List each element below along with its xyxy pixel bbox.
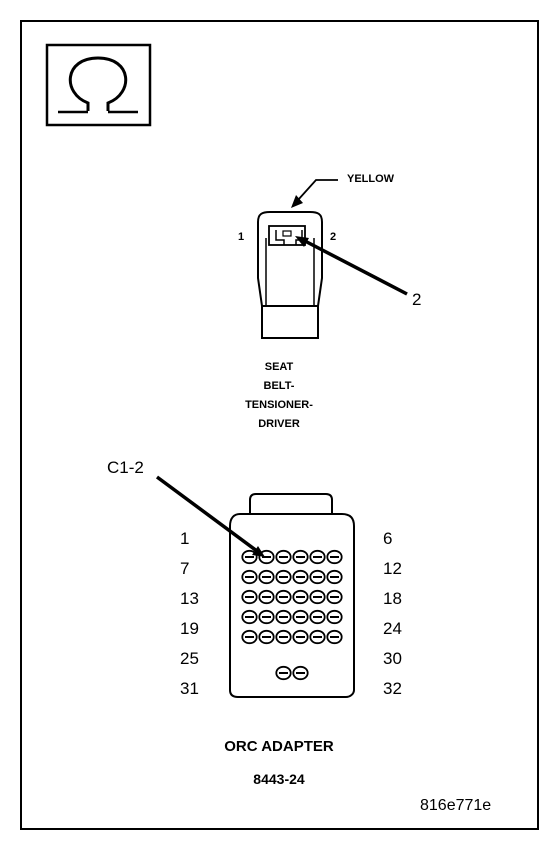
pin-cavity <box>258 609 275 625</box>
seat-belt-connector <box>257 211 323 339</box>
callout-2-label: 2 <box>412 290 422 309</box>
pin-cavity <box>292 589 309 605</box>
row-label-right: 18 <box>383 589 402 608</box>
pin-cavity <box>241 589 258 605</box>
pin-cavity <box>258 569 275 585</box>
pin-cavity <box>309 549 326 565</box>
row-label-right: 30 <box>383 649 402 668</box>
pin-cavity <box>241 609 258 625</box>
row-label-left: 1 <box>180 529 190 548</box>
pin-cavity <box>241 629 258 645</box>
row-label-left: 13 <box>180 589 199 608</box>
row-label-right: 6 <box>383 529 393 548</box>
row-label-left: 25 <box>180 649 199 668</box>
row-label-right: 32 <box>383 679 402 698</box>
orc-adapter-body <box>229 493 355 698</box>
figure-id: 816e771e <box>420 797 492 814</box>
omega-ground-icon <box>45 43 152 127</box>
pin-cavity <box>326 629 343 645</box>
pin-1-label: 1 <box>238 231 245 243</box>
pin-cavity <box>326 609 343 625</box>
pin-cavity <box>275 665 292 681</box>
row-label-left: 31 <box>180 679 199 698</box>
caption-line-1: SEAT <box>264 361 294 373</box>
pin-cavity <box>258 629 275 645</box>
pin-cavity <box>275 569 292 585</box>
pin-cavity <box>275 549 292 565</box>
pin-cavity <box>309 629 326 645</box>
pin-cavity <box>292 629 309 645</box>
pin-cavity <box>292 569 309 585</box>
caption-line-4: DRIVER <box>258 418 300 430</box>
orc-pin-grid <box>241 549 343 681</box>
yellow-leader-line <box>291 179 338 208</box>
pin-cavity <box>275 589 292 605</box>
row-label-right: 12 <box>383 559 402 578</box>
pin-cavity <box>241 569 258 585</box>
pin-cavity <box>309 589 326 605</box>
row-label-right: 24 <box>383 619 402 638</box>
row-label-left: 19 <box>180 619 199 638</box>
pin-cavity <box>275 629 292 645</box>
orc-adapter-title: ORC ADAPTER <box>224 738 334 755</box>
orc-adapter-part-number: 8443-24 <box>253 771 305 787</box>
pin-cavity <box>292 549 309 565</box>
pin-cavity <box>326 589 343 605</box>
wire-color-label: YELLOW <box>347 173 395 185</box>
pin-cavity <box>275 609 292 625</box>
pin-2-label: 2 <box>330 231 337 243</box>
pin-cavity <box>309 609 326 625</box>
pin-cavity <box>292 609 309 625</box>
pin-cavity <box>326 549 343 565</box>
callout-c1-2-leader <box>155 475 265 557</box>
figure-frame <box>20 20 539 830</box>
callout-c1-2-label: C1-2 <box>107 458 144 477</box>
pin-cavity <box>309 569 326 585</box>
caption-line-3: TENSIONER- <box>245 399 313 411</box>
caption-line-2: BELT- <box>263 380 295 392</box>
callout-2-leader <box>295 236 408 296</box>
pin-cavity <box>258 589 275 605</box>
row-label-left: 7 <box>180 559 190 578</box>
pin-cavity <box>292 665 309 681</box>
pin-cavity <box>326 569 343 585</box>
